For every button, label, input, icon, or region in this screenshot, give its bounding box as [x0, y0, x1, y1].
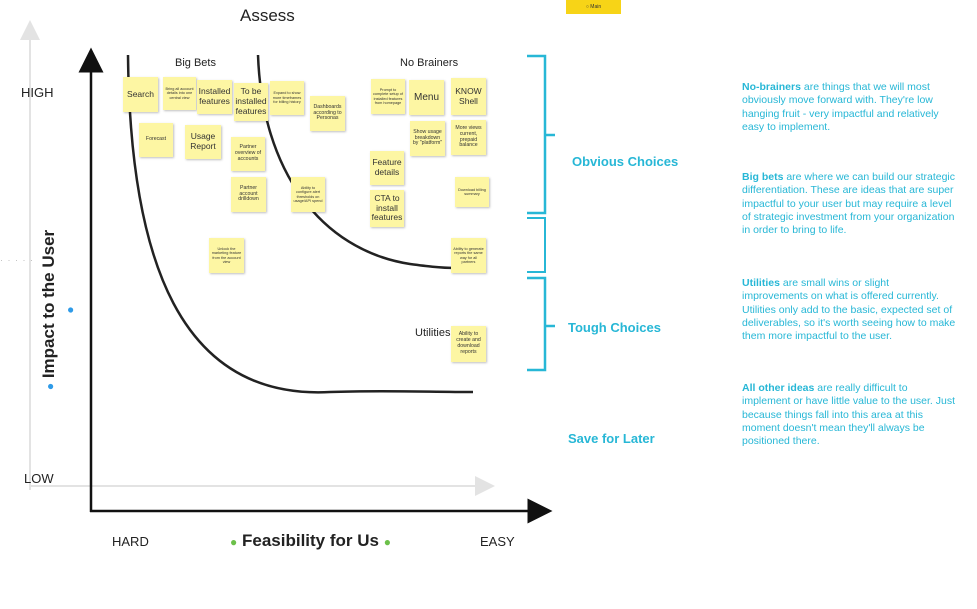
y-axis-title: ● Impact to the User ● — [39, 229, 77, 391]
sticky-note[interactable]: Ability to create and download reports — [451, 326, 486, 362]
sticky-note[interactable]: Show usage breakdown by "platform" — [410, 121, 445, 156]
sticky-note[interactable]: Installed features — [197, 80, 232, 114]
board-title: Assess — [240, 6, 295, 25]
sticky-note[interactable]: CTA to install features — [370, 190, 404, 227]
x-axis-title: ● Feasibility for Us ● — [230, 531, 391, 550]
sticky-note[interactable]: Menu — [409, 80, 444, 115]
sticky-note[interactable]: Prompt to complete setup of installed fe… — [371, 79, 405, 114]
legend-utilities: Utilities are small wins or slight impro… — [742, 277, 956, 343]
sticky-note[interactable]: Forecast — [139, 123, 173, 157]
no-brainers-curve — [256, 54, 457, 270]
green-dot-icon: ● — [230, 535, 238, 549]
utilities-label: Utilities — [415, 327, 451, 339]
sticky-note[interactable]: More views current, prepaid balance — [451, 120, 486, 155]
tough-bracket — [527, 276, 547, 372]
x-hard-label: HARD — [112, 534, 149, 549]
utilities-curve — [126, 54, 474, 394]
middle-bracket — [527, 217, 546, 273]
sticky-note[interactable]: Search — [123, 77, 158, 112]
sticky-note[interactable]: Partner account drilldown — [231, 177, 266, 212]
sticky-note[interactable]: Download billing summary — [455, 177, 489, 207]
save-for-later-label: Save for Later — [568, 431, 655, 446]
sticky-note[interactable]: Ability to configure alert thresholds on… — [291, 177, 325, 212]
x-easy-label: EASY — [480, 534, 515, 549]
obvious-choices-label: Obvious Choices — [572, 154, 679, 169]
legend-all-other: All other ideas are really difficult to … — [742, 382, 956, 448]
blue-dot-icon: ● — [43, 382, 57, 391]
sticky-note[interactable]: Partner overview of accounts — [231, 137, 265, 171]
legend-big-bets: Big bets are where we can build our stra… — [742, 171, 956, 237]
sticky-note[interactable]: Ability to generate reports the same way… — [451, 238, 486, 273]
side-dots: · · · · · — [0, 255, 34, 265]
big-bets-label: Big Bets — [175, 57, 216, 69]
sticky-note[interactable]: Expand to show more timeframes for billi… — [270, 81, 304, 115]
sticky-note[interactable]: KNOW Shell — [451, 78, 486, 115]
sticky-note[interactable]: Bring all account details into one centr… — [163, 77, 196, 110]
blue-dot-icon: ● — [63, 306, 77, 314]
obvious-bracket — [527, 54, 547, 215]
sticky-note[interactable]: Dashboards according to Personas — [310, 96, 345, 131]
legend-no-brainers: No-brainers are things that we will most… — [742, 81, 939, 133]
no-brainers-label: No Brainers — [400, 57, 459, 69]
main-tag[interactable]: ○ Main — [566, 0, 621, 14]
sticky-note[interactable]: Unlock the marketing feature from the ac… — [209, 238, 244, 273]
sticky-note[interactable]: Usage Report — [185, 125, 221, 159]
sticky-note[interactable]: To be installed features — [234, 83, 268, 121]
y-high-label: HIGH — [21, 85, 54, 100]
green-dot-icon: ● — [383, 535, 391, 549]
sticky-note[interactable]: Feature details — [370, 151, 404, 185]
tough-choices-label: Tough Choices — [568, 320, 661, 335]
y-low-label: LOW — [24, 471, 54, 486]
